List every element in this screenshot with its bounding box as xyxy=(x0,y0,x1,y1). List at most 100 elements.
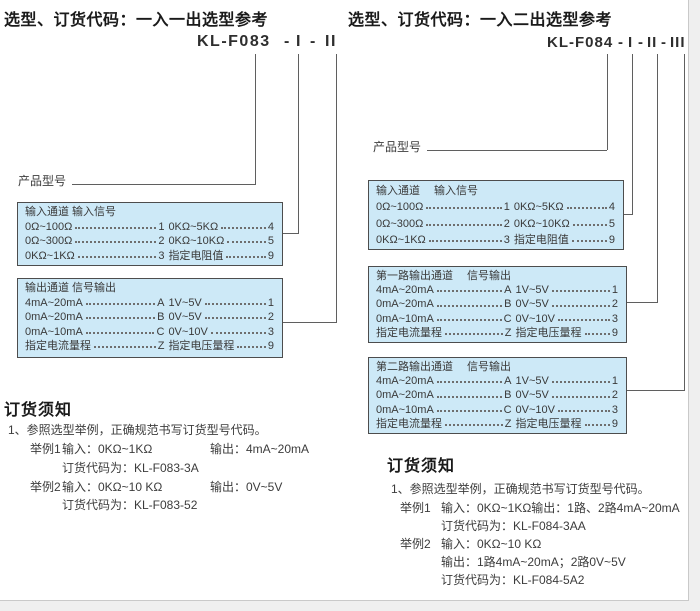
dot-leader xyxy=(436,290,503,293)
dot-leader xyxy=(551,290,610,293)
dot-leader xyxy=(566,207,607,210)
example-label: 举例1 xyxy=(30,442,61,456)
table-header: 第二路输出通道 信号输出 xyxy=(376,361,512,373)
right-product-model-label: 产品型号 xyxy=(373,140,422,154)
connector-line-input-horizontal xyxy=(283,233,299,234)
example-code: 订货代码为：KL-F083-3A xyxy=(62,461,199,475)
dot-leader xyxy=(85,331,155,334)
option-code: C xyxy=(503,403,512,416)
connector-line-output-vertical xyxy=(336,54,337,322)
dot-leader xyxy=(445,332,503,335)
option-code: A xyxy=(504,375,512,388)
table-header: 输出通道 信号输出 xyxy=(25,282,117,294)
option-code: B xyxy=(504,389,512,402)
left-model-dash-1: - xyxy=(284,33,291,50)
table-row: 指定电流量程 Z 指定电压量程 9 xyxy=(25,339,274,354)
connector-line-output1-horizontal xyxy=(627,302,658,303)
table-header: 输入通道 输入信号 xyxy=(25,206,117,218)
dot-leader xyxy=(204,302,266,305)
example-code: 订货代码为：KL-F084-5A2 xyxy=(441,573,585,587)
page-content: 选型、订货代码：一入一出选型参考 KL-F083 - I - II 产品型号 输… xyxy=(0,0,689,601)
option-code: 9 xyxy=(608,233,615,246)
right-model-dash-3: - xyxy=(661,34,667,51)
option-label: 0mA~10mA xyxy=(376,312,434,325)
connector-line-model-vertical xyxy=(607,54,608,150)
option-label: 1V~5V xyxy=(515,375,549,388)
example-input: 输入：0KΩ~10 KΩ xyxy=(441,537,542,551)
option-label: 0mA~20mA xyxy=(376,298,434,311)
dot-leader xyxy=(77,255,157,258)
example-output: 输出：0V~5V xyxy=(210,480,283,494)
right-model-roman-3: III xyxy=(670,34,686,51)
option-label: 1V~5V xyxy=(515,284,549,297)
option-label: 0mA~10mA xyxy=(376,403,434,416)
option-label: 0KΩ~5KΩ xyxy=(513,201,564,214)
option-code: Z xyxy=(157,340,165,352)
option-label: 0V~5V xyxy=(515,298,549,311)
option-label: 0Ω~100Ω xyxy=(376,201,424,214)
table-row: 4mA~20mA A 1V~5V 1 xyxy=(376,374,618,388)
dot-leader xyxy=(572,223,607,226)
example-output: 输出：1路4mA~20mA；2路0V~5V xyxy=(441,555,626,569)
example-output: 输出：4mA~20mA xyxy=(210,442,310,456)
dot-leader xyxy=(226,255,266,258)
dot-leader xyxy=(436,318,502,321)
table-row: 0Ω~300Ω 2 0KΩ~10KΩ 5 xyxy=(376,216,615,232)
option-label: 0KΩ~10KΩ xyxy=(513,217,570,230)
option-label: 0V~5V xyxy=(515,389,549,402)
option-label: 0mA~10mA xyxy=(25,325,83,338)
option-code: C xyxy=(156,325,165,338)
dot-leader xyxy=(436,381,503,384)
option-label: 4mA~20mA xyxy=(376,284,434,297)
connector-line-output2-vertical xyxy=(684,54,685,390)
example-code: 订货代码为：KL-F083-52 xyxy=(62,498,198,512)
option-code: 2 xyxy=(503,217,510,230)
dot-leader xyxy=(436,304,503,307)
option-label: 指定电压量程 xyxy=(168,340,235,352)
option-code: 4 xyxy=(608,201,615,214)
left-model-base: KL-F083 xyxy=(197,33,271,50)
dot-leader xyxy=(204,317,266,320)
option-label: 0KΩ~10KΩ xyxy=(168,235,225,247)
left-ordering-title: 订货须知 xyxy=(4,402,73,419)
dot-leader xyxy=(557,318,610,321)
left-product-model-label: 产品型号 xyxy=(18,174,67,188)
option-code: A xyxy=(504,284,512,297)
option-code: 9 xyxy=(611,417,618,430)
connector-line-model-horizontal xyxy=(427,150,607,151)
option-code: B xyxy=(157,311,165,323)
option-label: 0KΩ~1KΩ xyxy=(376,233,426,246)
option-code: 1 xyxy=(611,375,618,388)
example-label: 举例1 xyxy=(400,501,431,515)
example-input-output: 输入：0KΩ~1KΩ输出：1路、2路4mA~20mA xyxy=(441,501,680,515)
right-model-roman-1: I xyxy=(628,34,634,51)
example-input: 输入：0KΩ~10 KΩ xyxy=(62,480,163,494)
connector-line-output1-vertical xyxy=(657,54,658,302)
option-code: 1 xyxy=(158,220,165,233)
option-code: Z xyxy=(504,417,512,430)
option-code: 9 xyxy=(267,340,274,352)
option-code: C xyxy=(503,312,512,325)
option-label: 0Ω~300Ω xyxy=(376,217,424,230)
dot-leader xyxy=(584,423,610,426)
option-label: 0mA~20mA xyxy=(376,389,434,402)
option-label: 0Ω~300Ω xyxy=(25,235,73,247)
option-code: 3 xyxy=(267,325,274,338)
option-code: 5 xyxy=(608,217,615,230)
right-ordering-note: 1、参照选型举例，正确规范书写订货型号代码。 xyxy=(391,482,650,496)
left-section-title: 选型、订货代码：一入一出选型参考 xyxy=(4,12,269,29)
option-label: 4mA~20mA xyxy=(376,375,434,388)
option-label: 指定电流量程 xyxy=(25,340,91,352)
left-model-roman-2: II xyxy=(325,33,337,50)
option-code: 2 xyxy=(158,235,165,247)
